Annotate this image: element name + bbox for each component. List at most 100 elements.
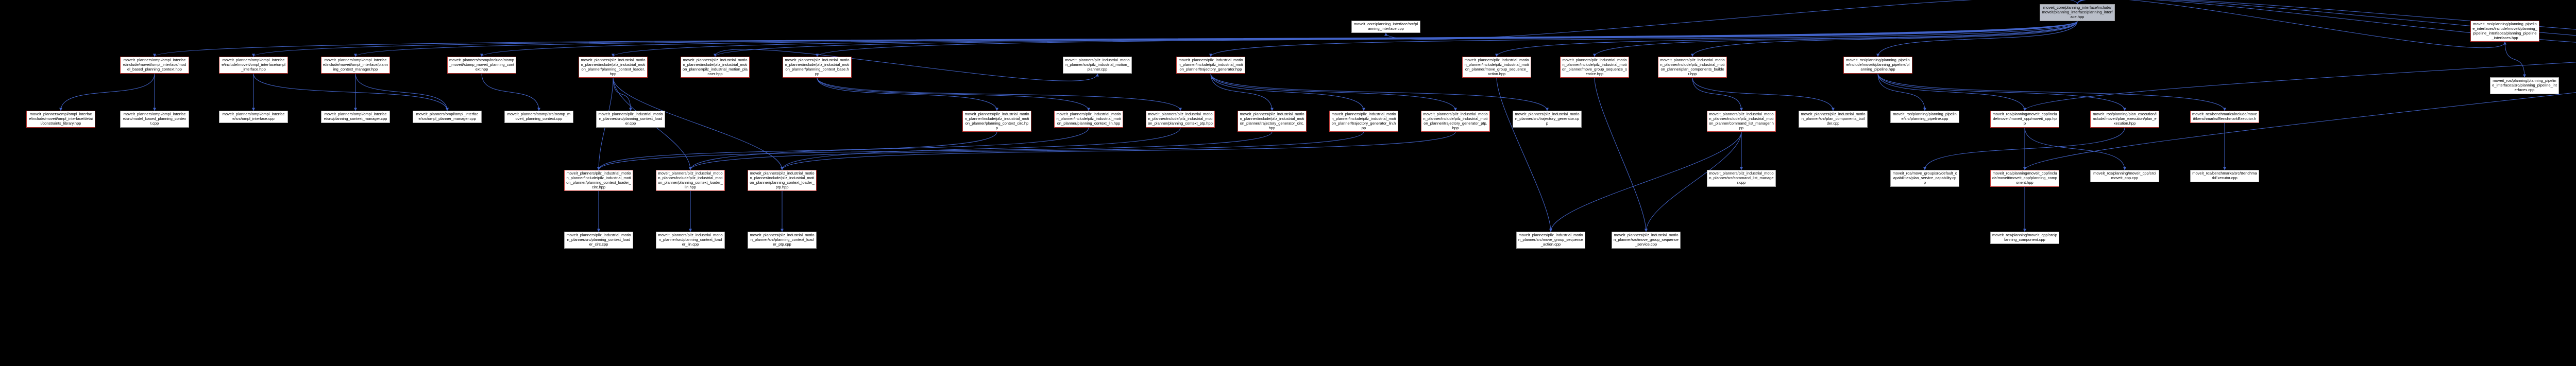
include-edge (613, 77, 632, 111)
graph-node[interactable]: moveit_ros/planning/moveit_cpp/src/plann… (1990, 232, 2059, 244)
graph-node[interactable]: moveit_planners/pilz_industrial_motion_p… (1462, 57, 1531, 78)
graph-node[interactable]: moveit_planners/pilz_industrial_motion_p… (1513, 111, 1582, 128)
include-edge (1645, 131, 1742, 232)
graph-node[interactable]: moveit_ros/planning/plan_execution/inclu… (2090, 111, 2159, 128)
graph-node[interactable]: moveit_planners/pilz_industrial_motion_p… (656, 170, 725, 191)
include-edge (1877, 73, 2026, 111)
graph-node[interactable]: moveit_ros/planning/planning_pipeline/sr… (1890, 111, 1959, 123)
include-edge (2024, 92, 2576, 170)
include-edge (1692, 77, 1835, 111)
graph-node[interactable]: moveit_planners/pilz_industrial_motion_p… (748, 232, 817, 249)
include-edge (1876, 21, 2078, 57)
graph-node[interactable]: moveit_planners/pilz_industrial_motion_p… (1054, 111, 1123, 128)
include-edge (59, 73, 155, 111)
include-edge (2024, 62, 2576, 111)
graph-node[interactable]: moveit_planners/stomp/src/stomp_moveit_p… (504, 111, 573, 123)
include-edge (714, 21, 2078, 57)
graph-node[interactable]: moveit_planners/pilz_industrial_motion_p… (1516, 232, 1585, 249)
graph-node[interactable]: moveit_ros/planning/moveit_cpp/include/m… (1990, 170, 2059, 187)
include-edge (2077, 0, 2576, 36)
include-edge (1210, 73, 1549, 111)
include-edge (689, 131, 1364, 170)
include-edge (597, 131, 997, 170)
include-edge (715, 49, 1099, 81)
graph-node[interactable]: moveit_planners/pilz_industrial_motion_p… (1658, 57, 1727, 78)
include-edge (1209, 21, 2078, 57)
graph-node[interactable]: moveit_core/planning_interface/src/plann… (1351, 21, 1420, 33)
include-edge (1593, 21, 2078, 57)
include-edge (1384, 0, 2078, 40)
include-edge (1691, 21, 2078, 57)
graph-node[interactable]: moveit_planners/pilz_industrial_motion_p… (1238, 111, 1307, 132)
include-edge (817, 77, 1090, 111)
include-edge (817, 77, 1182, 111)
graph-node[interactable]: moveit_ros/planning/planning_pipeline/in… (1843, 57, 1912, 74)
graph-node[interactable]: moveit_planners/stomp/include/stomp_move… (447, 57, 516, 74)
graph-node[interactable]: moveit_planners/ompl/ompl_interface/incl… (26, 111, 95, 128)
graph-node[interactable]: moveit_planners/pilz_industrial_motion_p… (783, 57, 852, 78)
include-edge (2504, 41, 2526, 78)
graph-node[interactable]: moveit_planners/pilz_industrial_motion_p… (564, 170, 633, 191)
include-edge (481, 73, 540, 111)
include-edge (1877, 73, 1926, 111)
graph-node[interactable]: moveit_ros/move_group/src/default_capabi… (1890, 170, 1959, 187)
graph-node[interactable]: moveit_planners/pilz_industrial_motion_p… (1146, 111, 1215, 128)
graph-node[interactable]: moveit_planners/pilz_industrial_motion_p… (1421, 111, 1490, 132)
graph-node[interactable]: moveit_planners/pilz_industrial_motion_p… (1176, 57, 1245, 74)
include-edge (817, 77, 998, 111)
include-edge (480, 21, 2078, 57)
graph-node[interactable]: moveit_planners/pilz_industrial_motion_p… (1707, 170, 1776, 187)
graph-node[interactable]: moveit_planners/ompl/ompl_interface/src/… (321, 111, 390, 123)
include-edge (1877, 73, 2226, 111)
graph-node[interactable]: moveit_planners/ompl/ompl_interface/src/… (219, 111, 288, 123)
include-edge (1923, 127, 2125, 170)
include-edge (354, 21, 2078, 57)
graph-node[interactable]: moveit_planners/pilz_industrial_motion_p… (1560, 57, 1629, 78)
include-edge (1495, 21, 2078, 57)
include-edge (781, 131, 1456, 170)
include-edge (2077, 0, 2576, 43)
graph-node[interactable]: moveit_planners/pilz_industrial_motion_p… (564, 232, 633, 249)
include-edge (689, 127, 1089, 170)
graph-node[interactable]: moveit_planners/pilz_industrial_motion_p… (596, 111, 665, 128)
graph-node[interactable]: moveit_planners/ompl/ompl_interface/src/… (413, 111, 482, 123)
graph-node[interactable]: moveit_planners/pilz_industrial_motion_p… (656, 232, 725, 249)
graph-node[interactable]: moveit_planners/pilz_industrial_motion_p… (1329, 111, 1398, 132)
include-edge (2077, 0, 2506, 48)
graph-node[interactable]: moveit_planners/pilz_industrial_motion_p… (1799, 111, 1868, 128)
include-edge (1549, 131, 1742, 232)
include-edge (1594, 77, 1648, 232)
graph-node[interactable]: moveit_planners/ompl/ompl_interface/incl… (219, 57, 288, 74)
graph-node[interactable]: moveit_planners/pilz_industrial_motion_p… (1612, 232, 1681, 249)
include-edge (781, 127, 1181, 170)
graph-node[interactable]: moveit_planners/pilz_industrial_motion_p… (748, 170, 817, 191)
include-edge (597, 131, 1273, 170)
graph-node[interactable]: moveit_ros/planning/moveit_cpp/include/m… (1990, 111, 2059, 128)
graph-node[interactable]: moveit_planners/pilz_industrial_motion_p… (579, 57, 648, 78)
graph-node[interactable]: moveit_planners/ompl/ompl_interface/src/… (120, 111, 189, 128)
graph-node[interactable]: moveit_planners/pilz_industrial_motion_p… (1063, 57, 1132, 74)
graph-node[interactable]: moveit_planners/pilz_industrial_motion_p… (1707, 111, 1776, 132)
include-edge (612, 21, 2078, 57)
include-edge (1877, 73, 2126, 111)
include-edge (1210, 73, 1457, 111)
include-edge (355, 73, 449, 111)
graph-node[interactable]: moveit_planners/pilz_industrial_motion_p… (681, 57, 750, 78)
graph-node[interactable]: moveit_ros/benchmarks/include/moveit/ben… (2190, 111, 2259, 123)
include-edge (1496, 77, 1552, 232)
include-edge (816, 21, 2078, 57)
graph-node[interactable]: moveit_ros/benchmarks/src/BenchmarkExecu… (2190, 170, 2259, 182)
graph-node[interactable]: moveit_planners/pilz_industrial_motion_p… (962, 111, 1031, 132)
graph-node[interactable]: moveit_ros/planning/planning_pipeline_in… (2490, 77, 2559, 94)
graph-node[interactable]: moveit_planners/ompl/ompl_interface/incl… (321, 57, 390, 74)
graph-node-subject[interactable]: moveit_core/planning_interface/include/m… (2040, 4, 2115, 21)
graph-node[interactable]: moveit_planners/ompl/ompl_interface/incl… (120, 57, 189, 74)
include-edge (1210, 73, 1365, 111)
graph-node[interactable]: moveit_ros/planning/moveit_cpp/src/movei… (2090, 170, 2159, 182)
include-edge (613, 77, 784, 170)
include-edge (1692, 77, 1743, 111)
graph-node[interactable]: moveit_ros/planning/planning_pipeline_in… (2470, 21, 2539, 42)
